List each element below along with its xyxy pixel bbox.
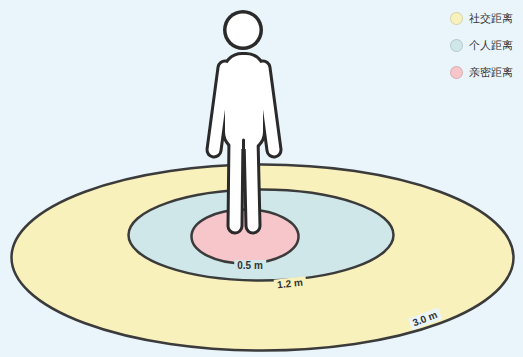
distance-ring	[192, 210, 299, 264]
legend-label: 个人距离	[469, 39, 513, 52]
legend-swatch	[450, 66, 463, 79]
legend-swatch	[450, 39, 463, 52]
distance-ring	[12, 165, 514, 351]
distance-ring	[129, 190, 394, 281]
intimate-distance-ellipse: 0.5 m	[190, 208, 300, 265]
distance-label: 0.5 m	[234, 260, 266, 272]
personal-distance-ellipse: 1.2 m0.5 m	[127, 188, 395, 282]
social-distance-ellipse: 3.0 m1.2 m0.5 m	[10, 163, 515, 352]
ellipse-outline	[190, 208, 300, 265]
legend-label: 亲密距离	[469, 66, 513, 79]
legend-label: 社交距离	[469, 12, 513, 25]
legend-swatch	[450, 12, 463, 25]
